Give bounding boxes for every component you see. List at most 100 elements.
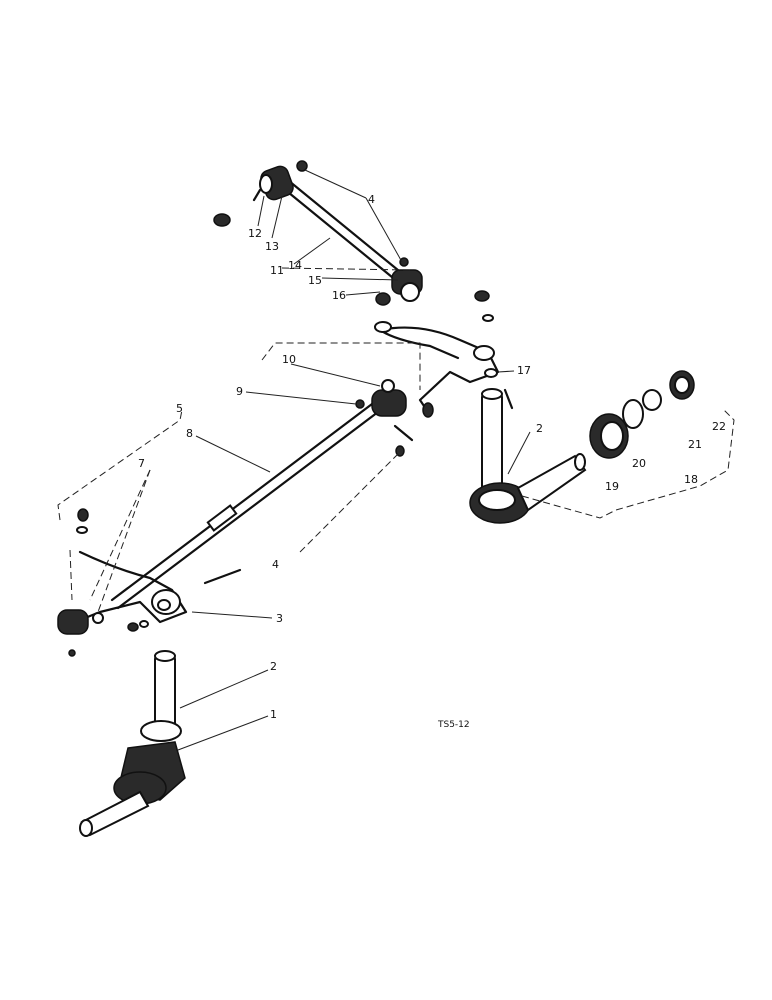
callout-20: 20 bbox=[632, 457, 646, 470]
tie-rod-tube-edge bbox=[116, 410, 380, 610]
leader-4a-2 bbox=[365, 197, 403, 263]
tie-rod-clamp bbox=[206, 504, 238, 532]
drag-link-assembly bbox=[213, 160, 423, 306]
leader-4a-1 bbox=[304, 169, 367, 199]
leader-2a bbox=[179, 669, 269, 709]
ball-stud-upper bbox=[259, 174, 273, 194]
bracket-10 bbox=[261, 342, 421, 390]
bracket-5 bbox=[57, 409, 183, 521]
grease-fitting-left bbox=[68, 649, 76, 657]
arm-washer-upper bbox=[482, 314, 494, 322]
seal-ring-20 bbox=[622, 399, 644, 429]
leader-14 bbox=[293, 237, 331, 265]
spindle-left-tip bbox=[79, 819, 93, 837]
callout-9: 9 bbox=[236, 385, 243, 398]
callout-4: 4 bbox=[368, 193, 375, 206]
leader-8 bbox=[195, 435, 271, 473]
leader-17 bbox=[497, 370, 515, 373]
callout-3: 3 bbox=[276, 612, 283, 625]
leader-15 bbox=[321, 277, 399, 281]
callout-labels: 4 12 13 14 11 15 16 17 10 9 5 8 2 7 4 19… bbox=[138, 193, 726, 730]
steering-arm-left-bolt bbox=[203, 568, 242, 585]
steering-arm-left bbox=[57, 508, 242, 657]
tie-rod-clamp-nut bbox=[355, 399, 365, 409]
steering-arm-right-eye bbox=[374, 321, 392, 333]
leader-7b bbox=[97, 469, 151, 613]
leader-10 bbox=[290, 363, 381, 387]
tie-rod-tube bbox=[110, 402, 374, 602]
callout-1: 1 bbox=[270, 708, 277, 721]
knuckle-left-collar bbox=[140, 720, 182, 742]
callout-10: 10 bbox=[282, 353, 296, 366]
leader-7a bbox=[89, 469, 151, 601]
drag-link-rod-edge bbox=[287, 179, 406, 277]
bearing-cone-19-bore bbox=[600, 421, 624, 451]
leader-left-hw bbox=[69, 549, 73, 601]
grease-fitting-lower bbox=[399, 257, 409, 267]
king-pin-right-top bbox=[481, 388, 503, 400]
callout-12: 12 bbox=[248, 227, 262, 240]
washer-21 bbox=[642, 389, 662, 411]
knuckle-right-boss bbox=[478, 489, 516, 511]
callout-19: 19 bbox=[605, 480, 619, 493]
callout-4-lower: 4 bbox=[272, 558, 279, 571]
tie-rod-end-nut-right bbox=[422, 402, 434, 418]
callout-16: 16 bbox=[332, 289, 346, 302]
callout-22: 22 bbox=[712, 420, 726, 433]
callout-21: 21 bbox=[688, 438, 702, 451]
callout-7: 7 bbox=[138, 457, 145, 470]
left-spindle-assembly bbox=[79, 650, 186, 837]
callout-2-right: 2 bbox=[536, 422, 543, 435]
ball-stud-lower bbox=[400, 282, 420, 302]
leader-16 bbox=[345, 291, 381, 296]
steering-arm-right-body bbox=[378, 326, 500, 414]
left-nut-upper bbox=[77, 508, 89, 522]
spindle-right-tip bbox=[574, 453, 586, 471]
tie-rod-assembly bbox=[110, 379, 434, 610]
left-nut-lower bbox=[127, 622, 139, 632]
leader-9 bbox=[245, 391, 357, 405]
tie-rod-end-left bbox=[57, 609, 89, 635]
leader-3 bbox=[191, 611, 273, 619]
left-washer-lower bbox=[139, 620, 149, 628]
leader-lines bbox=[57, 169, 735, 751]
bracket-18 bbox=[521, 409, 735, 519]
king-pin-left-top bbox=[154, 650, 176, 662]
ball-stud-upper-pin bbox=[252, 188, 262, 202]
callout-13: 13 bbox=[265, 240, 279, 253]
callout-18: 18 bbox=[684, 473, 698, 486]
hub-cap-22-center bbox=[674, 376, 690, 394]
steering-arm-left-hole bbox=[157, 599, 171, 611]
steering-arm-right bbox=[374, 290, 514, 414]
tie-rod-end-right bbox=[371, 389, 407, 417]
callout-11: 11 bbox=[270, 264, 284, 277]
leader-4b bbox=[299, 453, 399, 553]
leader-13 bbox=[271, 195, 283, 239]
tie-rod-end-left-stud bbox=[92, 612, 104, 624]
callout-14: 14 bbox=[288, 259, 302, 272]
tie-rod-clamp-bolt bbox=[393, 424, 414, 442]
callout-5: 5 bbox=[176, 402, 183, 415]
callout-8: 8 bbox=[186, 427, 193, 440]
diagram-code: TS5-12 bbox=[437, 720, 470, 730]
steering-arm-right-boss bbox=[473, 345, 495, 361]
callout-15: 15 bbox=[308, 274, 322, 287]
callout-2-left: 2 bbox=[270, 660, 277, 673]
leader-2b bbox=[507, 431, 531, 475]
arm-bolt-right bbox=[503, 388, 514, 410]
grease-fitting-upper bbox=[296, 160, 308, 172]
leader-1 bbox=[177, 715, 269, 751]
drag-link-rod bbox=[281, 186, 400, 284]
arm-nut-upper bbox=[474, 290, 490, 302]
callout-17: 17 bbox=[517, 364, 531, 377]
leader-12 bbox=[257, 195, 265, 227]
tie-rod-end-right-stud bbox=[381, 379, 395, 393]
king-pin-right bbox=[481, 392, 503, 492]
steering-arm-left-body bbox=[78, 550, 188, 624]
grease-fitting-tie-rod bbox=[395, 445, 405, 457]
castle-nut-upper bbox=[213, 213, 231, 227]
right-spindle-assembly bbox=[469, 370, 695, 524]
left-washer-upper bbox=[76, 526, 88, 534]
spindle-right-shaft bbox=[516, 454, 587, 512]
